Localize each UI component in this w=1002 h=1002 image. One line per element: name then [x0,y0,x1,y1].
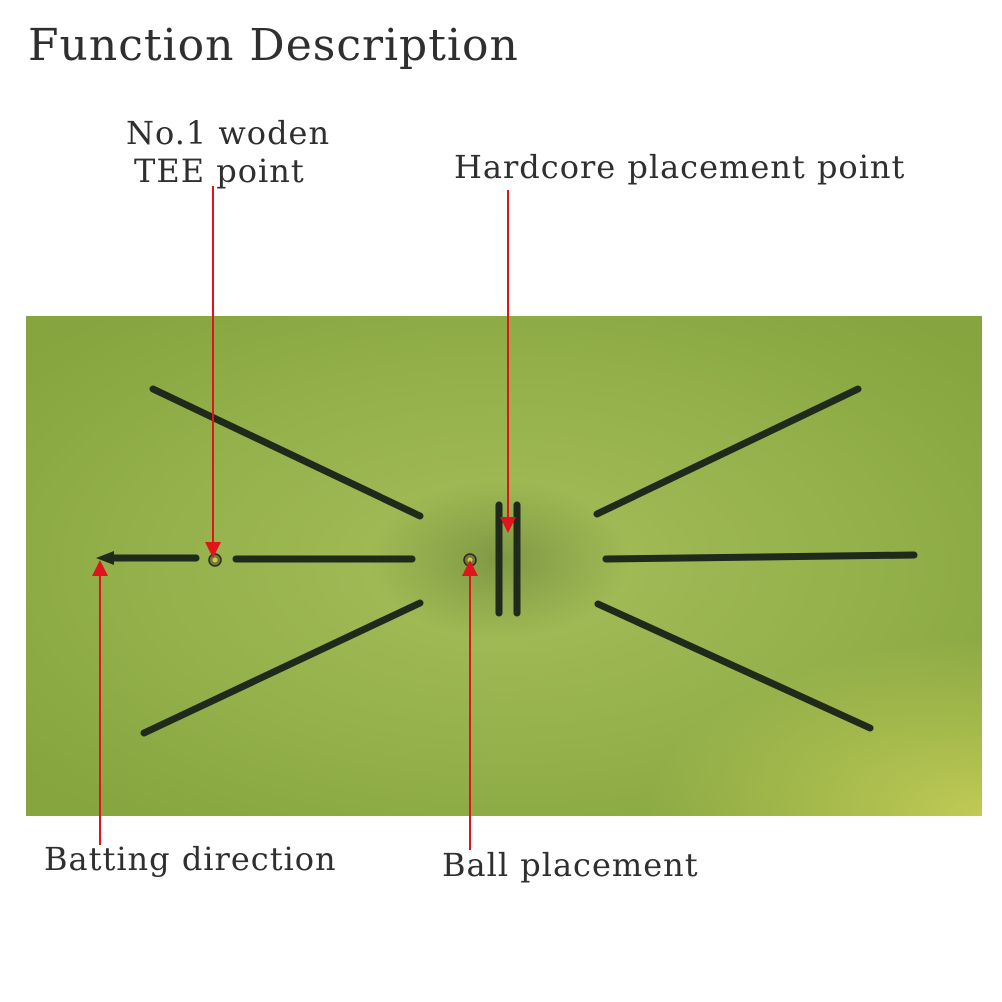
tee-point-label-line2: TEE point [134,152,305,191]
slot-upper-left [149,385,424,520]
ball-placement-label: Ball placement [442,846,699,884]
tee-point-label-line1: No.1 woden [126,114,331,152]
page-title: Function Description [28,20,519,71]
slot-lower-left [140,599,424,737]
slot-middle-right [602,551,918,563]
tee-point-label: No.1 woden TEE point [126,114,330,191]
slot-upper-right [593,385,862,518]
callout-lines [92,186,516,850]
slot-lower-right [594,600,874,732]
batting-direction-arrowhead [96,551,114,565]
slot-lines [106,385,918,737]
hardcore-placement-label: Hardcore placement point [454,148,906,186]
tee-hole [208,553,222,567]
ball-hole [463,553,477,567]
batting-direction-label: Batting direction [44,840,337,878]
